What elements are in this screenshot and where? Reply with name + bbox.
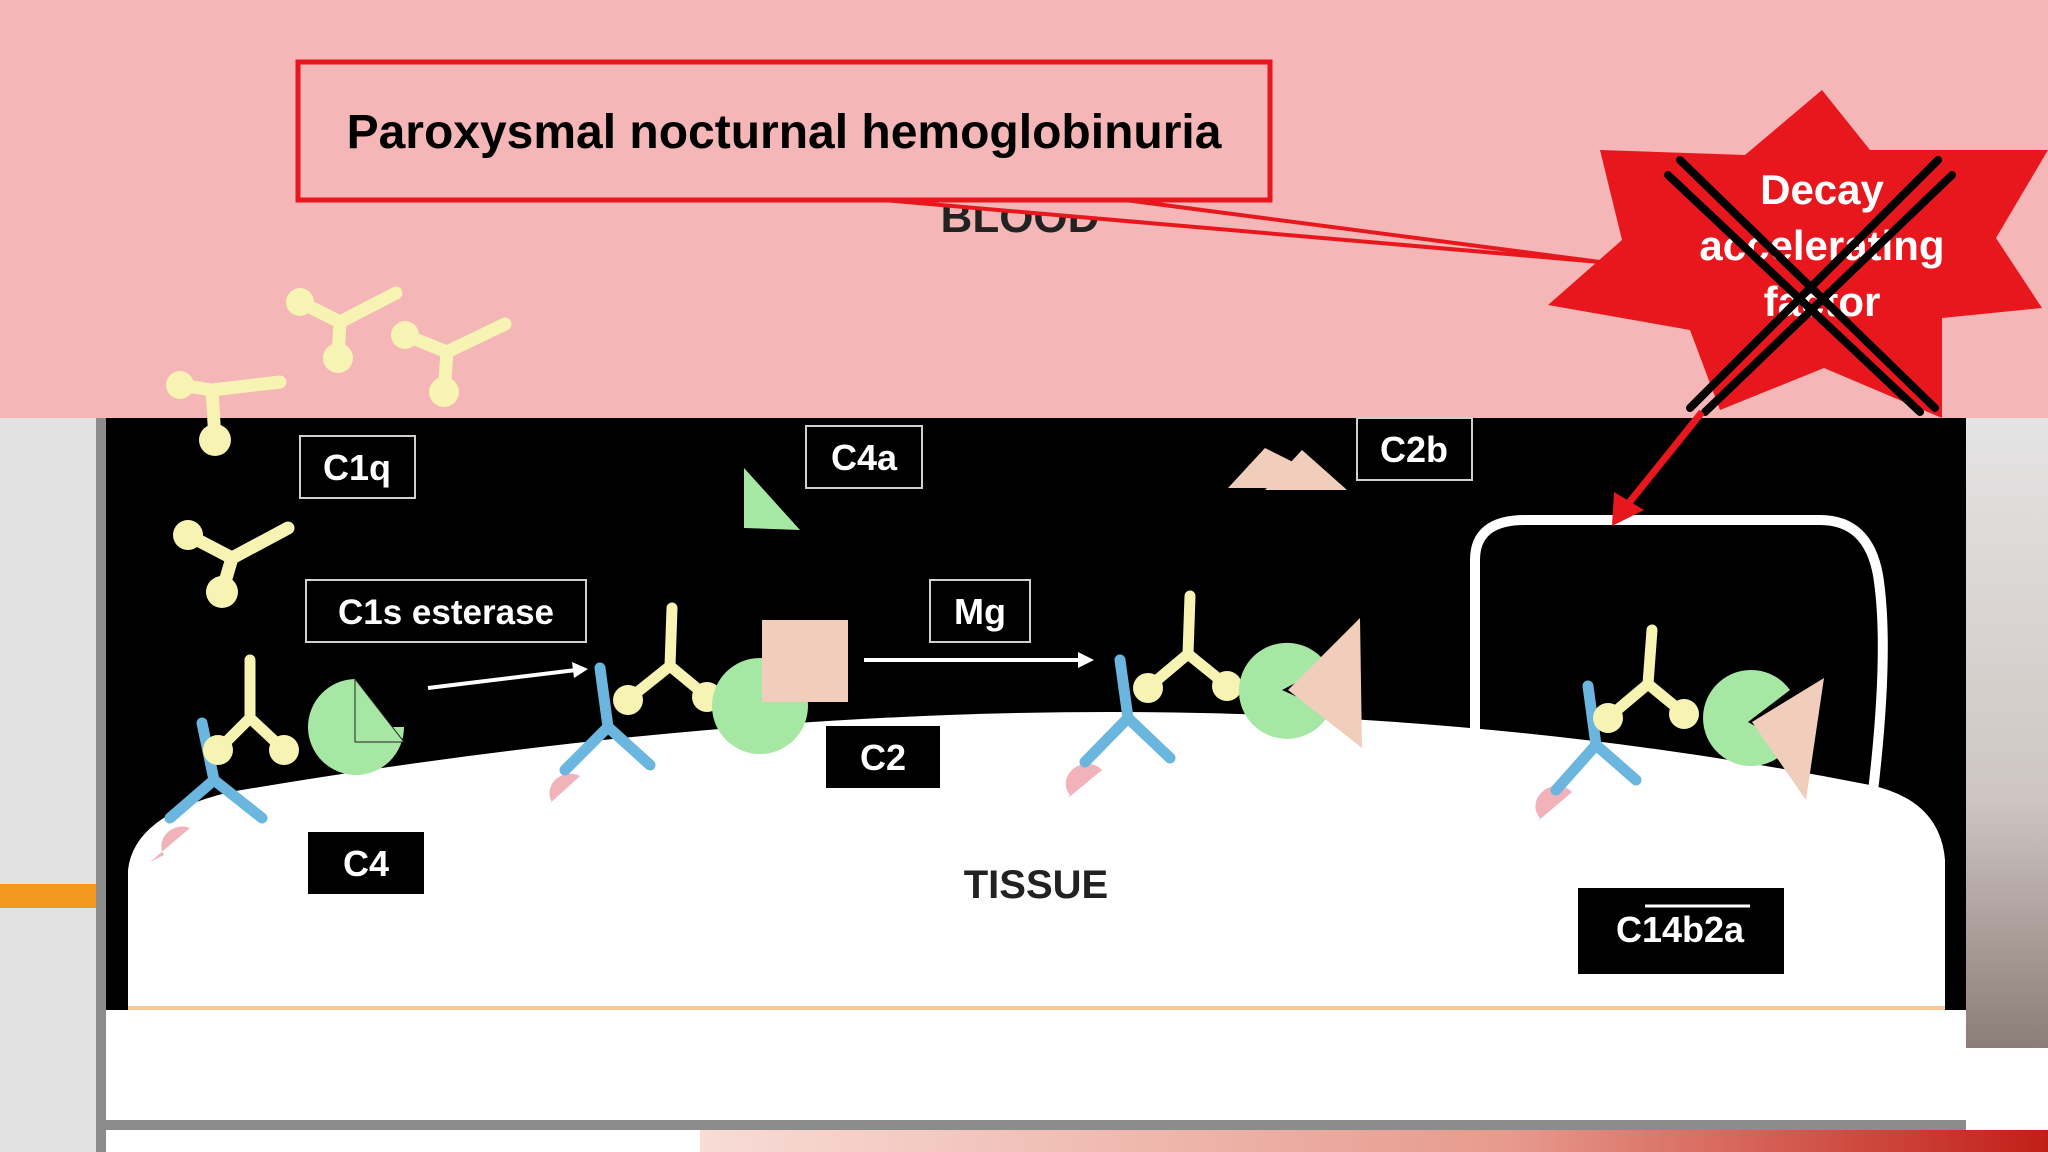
c1q-molecule xyxy=(286,286,403,373)
c4a-label-box xyxy=(805,425,923,489)
membrane-enclosure xyxy=(1470,515,1888,801)
starburst-line-1: Decay xyxy=(1760,166,1884,213)
reaction-arrow-2 xyxy=(864,652,1094,668)
bottom-white-strip xyxy=(106,1130,700,1152)
c4a-fragment xyxy=(744,468,800,530)
c1q-label: C1q xyxy=(323,447,391,488)
title-box xyxy=(295,59,1273,203)
c4-pacman xyxy=(308,679,404,775)
c2-label: C2 xyxy=(860,737,906,778)
c1q-molecule xyxy=(391,317,512,407)
left-frame-edge xyxy=(96,418,106,1152)
c1q-molecule xyxy=(166,371,287,456)
antibody-complex-stage-4 xyxy=(1535,624,1824,821)
c1s-label-box xyxy=(305,579,587,643)
c2-square xyxy=(762,620,848,702)
tissue-label: TISSUE xyxy=(964,863,1108,907)
starburst-pointer-arrow xyxy=(1612,409,1705,526)
starburst-line-2: accelerating xyxy=(1699,222,1944,269)
c1s-label: C1s esterase xyxy=(338,593,554,632)
lower-white-area xyxy=(106,1010,1966,1120)
mg-label-box xyxy=(929,579,1031,643)
c4-label: C4 xyxy=(343,843,389,884)
reaction-arrow-1 xyxy=(427,662,588,690)
c1q-label-box xyxy=(299,435,416,499)
left-frame-stripe xyxy=(0,884,102,908)
tissue-region xyxy=(128,712,1945,1010)
antibody-complex-stage-2 xyxy=(548,602,848,805)
title-text: Paroxysmal nocturnal hemoglobinuria xyxy=(347,106,1222,159)
c4a-label: C4a xyxy=(831,437,898,478)
bottom-frame-edge xyxy=(106,1120,1966,1130)
c2-label-box xyxy=(826,726,940,788)
left-frame-panel xyxy=(0,418,102,1152)
mg-label: Mg xyxy=(954,591,1006,632)
antibody-complex-stage-1 xyxy=(150,654,406,862)
complex-label: C14b2a xyxy=(1616,909,1745,950)
c2b-fragment-shape xyxy=(1265,450,1347,490)
right-frame-panel xyxy=(1966,418,2048,1048)
antibody-complex-stage-3 xyxy=(1065,590,1362,798)
bottom-gradient-bar xyxy=(700,1130,2048,1152)
tissue-baseline xyxy=(128,1006,1945,1010)
c2b-label-box xyxy=(1356,417,1473,481)
c4-label-box xyxy=(308,832,424,894)
c2b-label: C2b xyxy=(1380,429,1448,470)
cross-out-mark xyxy=(1664,156,1956,416)
complex-label-box xyxy=(1578,888,1784,974)
c1q-molecule xyxy=(173,520,295,608)
